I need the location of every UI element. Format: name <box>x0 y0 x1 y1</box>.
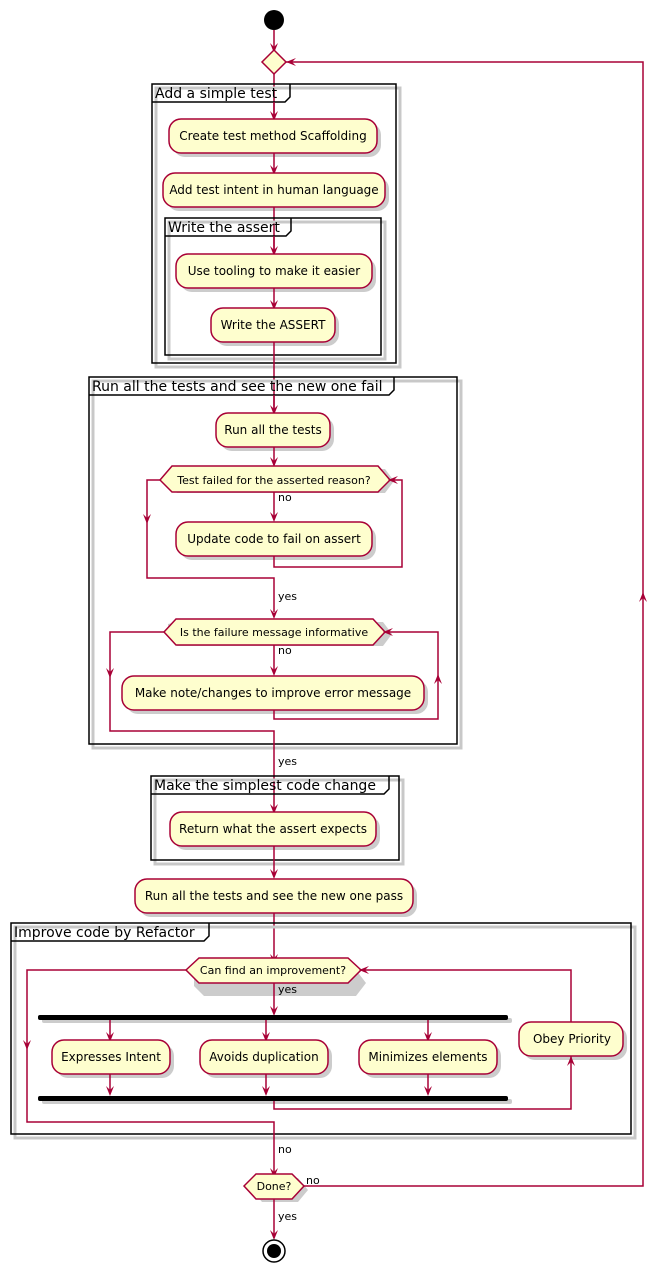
group-run-fail-title: Run all the tests and see the new one fa… <box>92 379 383 395</box>
edge-label-no-3: no <box>278 1143 292 1156</box>
edge-label-no-1: no <box>278 491 292 504</box>
activity-run-tests <box>215 412 331 448</box>
activity-expresses-intent-label: Expresses Intent <box>61 1050 161 1064</box>
group-simplest-change <box>150 775 400 861</box>
activity-return-expects <box>169 811 377 847</box>
decision-test-failed-label: Test failed for the asserted reason? <box>176 474 371 487</box>
edge-label-yes-done: yes <box>278 1210 297 1223</box>
edge-label-yes-3: yes <box>278 983 297 996</box>
edge-label-no-2: no <box>278 644 292 657</box>
activity-make-note <box>121 675 425 711</box>
activity-update-code-label: Update code to fail on assert <box>187 532 361 546</box>
activity-create-scaffolding-label: Create test method Scaffolding <box>179 129 366 143</box>
activity-write-assert <box>210 307 336 343</box>
activity-minimizes-elements-label: Minimizes elements <box>368 1050 487 1064</box>
group-write-assert-title: Write the assert <box>168 220 280 236</box>
group-refactor <box>10 922 632 1135</box>
decision-can-improve-label: Can find an improvement? <box>200 964 346 977</box>
edge-label-yes-1: yes <box>278 590 297 603</box>
activity-create-scaffolding <box>168 118 378 154</box>
group-run-fail <box>88 376 458 745</box>
edge-label-no-done: no <box>306 1174 320 1187</box>
activity-run-tests-label: Run all the tests <box>224 423 321 437</box>
activity-return-expects-label: Return what the assert expects <box>179 822 367 836</box>
activity-expresses-intent <box>51 1039 171 1075</box>
decision-failure-informative-label: Is the failure message informative <box>180 626 368 639</box>
merge-diamond <box>260 48 288 76</box>
activity-avoids-duplication <box>199 1039 329 1075</box>
activity-avoids-duplication-label: Avoids duplication <box>209 1050 318 1064</box>
decision-done-label: Done? <box>257 1180 292 1193</box>
join-bar <box>38 1096 508 1101</box>
activity-use-tooling-label: Use tooling to make it easier <box>188 264 361 278</box>
group-add-test-title: Add a simple test <box>155 86 278 102</box>
activity-make-note-label: Make note/changes to improve error messa… <box>135 686 411 700</box>
start-node <box>264 10 284 30</box>
activity-write-assert-label: Write the ASSERT <box>221 318 326 332</box>
activity-add-intent-label: Add test intent in human language <box>169 183 378 197</box>
edge-label-yes-2: yes <box>278 755 297 768</box>
activity-obey-priority-label: Obey Priority <box>533 1032 611 1046</box>
activity-run-pass-label: Run all the tests and see the new one pa… <box>145 889 403 903</box>
end-node <box>262 1239 286 1263</box>
group-write-assert <box>164 217 382 356</box>
group-simplest-change-title: Make the simplest code change <box>154 778 376 794</box>
group-refactor-title: Improve code by Refactor <box>14 925 195 941</box>
fork-bar <box>38 1015 508 1020</box>
